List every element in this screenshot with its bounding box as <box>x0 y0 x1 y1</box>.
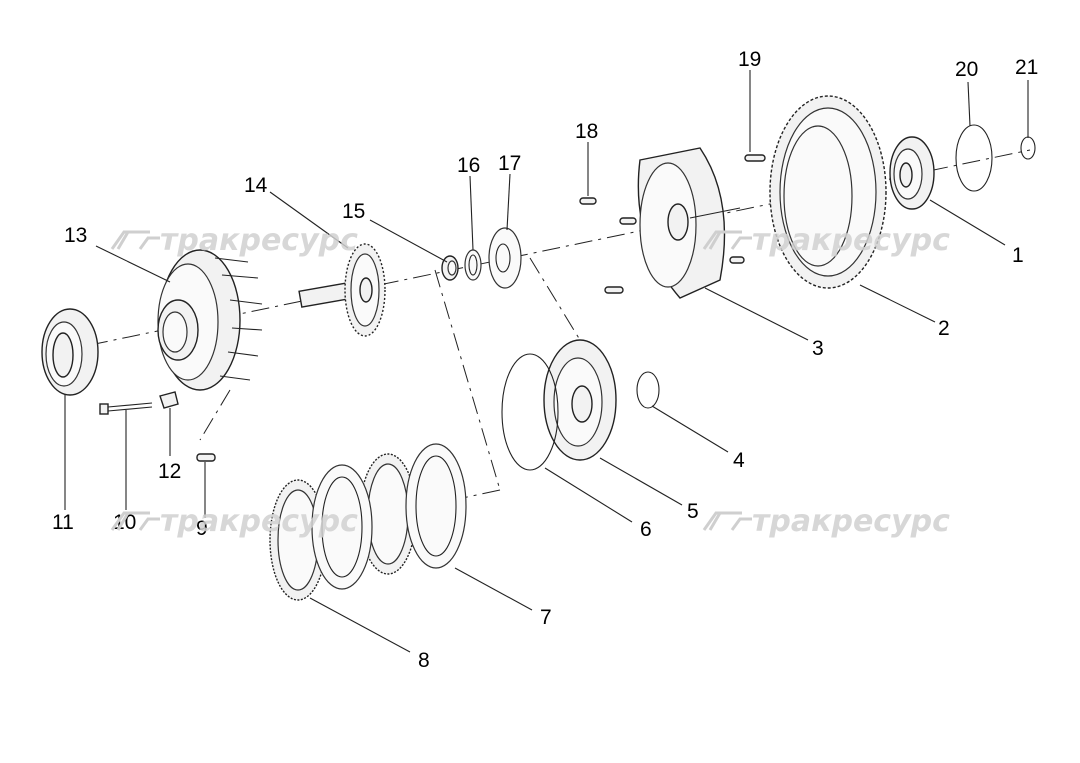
callout-3: 3 <box>812 337 824 360</box>
tr-logo-icon <box>110 511 160 531</box>
part-16-ring <box>464 249 482 281</box>
part-13-hub <box>157 249 263 391</box>
part-1-bearing <box>889 136 935 210</box>
part-18-pin <box>579 197 597 205</box>
part-14-gear-shaft <box>298 243 386 337</box>
callout-14: 14 <box>244 174 268 197</box>
part-12-lock-washer <box>159 391 179 409</box>
callout-2: 2 <box>938 317 950 340</box>
callout-17: 17 <box>498 152 521 175</box>
callout-13: 13 <box>64 224 87 247</box>
watermark-text: тракресурс <box>752 223 950 258</box>
part-9-pin <box>196 453 216 462</box>
part-21-small-ring <box>1020 136 1036 160</box>
callout-labels: 1 2 3 4 5 6 7 8 9 10 11 12 13 14 15 16 1… <box>52 48 1038 672</box>
callout-16: 16 <box>457 154 480 177</box>
callout-7: 7 <box>540 606 552 629</box>
callout-20: 20 <box>955 58 978 81</box>
part-11-bearing <box>41 308 99 396</box>
callout-9: 9 <box>196 517 208 540</box>
callout-21: 21 <box>1015 56 1038 79</box>
watermark-text: тракресурс <box>160 504 358 539</box>
tr-logo-icon <box>702 511 752 531</box>
callout-8: 8 <box>418 649 430 672</box>
part-3-carrier <box>604 147 745 299</box>
part-19-pin <box>744 154 766 162</box>
part-4-seal-ring <box>636 371 660 409</box>
callout-6: 6 <box>640 518 652 541</box>
part-6-o-ring <box>501 353 559 471</box>
watermark-bottom-right: тракресурс <box>702 504 950 539</box>
callout-15: 15 <box>342 200 365 223</box>
watermark-bottom-left: тракресурс <box>110 504 358 539</box>
watermark-text: тракресурс <box>160 223 358 258</box>
part-17-thrust-washer <box>488 227 522 289</box>
callout-5: 5 <box>687 500 699 523</box>
tr-logo-icon <box>702 230 752 250</box>
watermark-top-left: тракресурс <box>110 223 358 258</box>
part-10-bolt <box>99 402 153 415</box>
watermark-top-right: тракресурс <box>702 223 950 258</box>
part-7-steel-plates <box>311 443 467 590</box>
part-8-friction-discs <box>269 453 417 601</box>
callout-18: 18 <box>575 120 598 143</box>
watermark-text: тракресурс <box>752 504 950 539</box>
callout-12: 12 <box>158 460 181 483</box>
part-2-ring-gear <box>769 95 887 289</box>
callout-11: 11 <box>52 511 74 534</box>
part-20-snap-ring <box>955 124 993 192</box>
part-5-piston <box>543 339 617 461</box>
hub-studs <box>214 257 263 381</box>
tr-logo-icon <box>110 230 160 250</box>
callout-1: 1 <box>1012 244 1024 267</box>
callout-19: 19 <box>738 48 761 71</box>
callout-4: 4 <box>733 449 745 472</box>
leader-lines <box>64 70 1029 653</box>
part-15-needle-bearing <box>441 255 459 281</box>
